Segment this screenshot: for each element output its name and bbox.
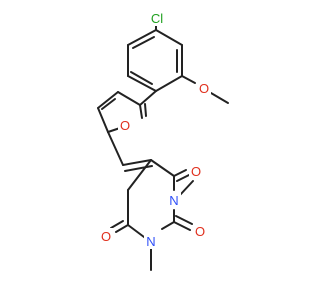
bond-c4-o-top (173, 169, 187, 177)
bond-c6-o-left (115, 224, 129, 233)
bond-furan-ch (107, 131, 124, 166)
atom-label-o-left: O (101, 229, 111, 244)
bond-aryl-furan (139, 90, 157, 106)
benzene-ring (127, 29, 183, 92)
atom-nitrogen-right: N (167, 192, 181, 208)
molecule-structure-diagram: Cl O O O N O N O (97, 10, 229, 271)
atom-label-o-methoxy: O (199, 81, 209, 96)
bond-o-ch3 (210, 92, 229, 104)
atom-methoxy-oxygen: O (197, 80, 211, 96)
atom-label-o-furan: O (120, 118, 130, 133)
atom-chlorine: Cl (146, 10, 168, 26)
atom-label-o-top: O (191, 164, 201, 179)
atom-label-n-bottom: N (146, 234, 155, 249)
bond-c2-o-right-double (175, 215, 193, 225)
atom-label-cl: Cl (151, 11, 163, 26)
atom-carbonyl-oxygen-left: O (99, 228, 113, 244)
atom-label-n-right: N (169, 193, 178, 208)
bond-ch-c5 (122, 159, 152, 166)
bond-c6-o-left-double (110, 220, 124, 229)
atom-furan-oxygen: O (118, 117, 132, 133)
bond-c-o-methoxy (181, 75, 196, 84)
bond-c4-o-top-double (176, 174, 190, 182)
atom-carbonyl-oxygen-top: O (189, 163, 203, 179)
atom-carbonyl-oxygen-right: O (193, 223, 207, 239)
atom-label-o-right: O (195, 224, 205, 239)
atom-nitrogen-bottom: N (144, 233, 158, 249)
bond-ch-c5-double (124, 165, 153, 172)
bond-n-ch3-right (179, 180, 194, 196)
bond-c2-o-right (173, 221, 191, 231)
